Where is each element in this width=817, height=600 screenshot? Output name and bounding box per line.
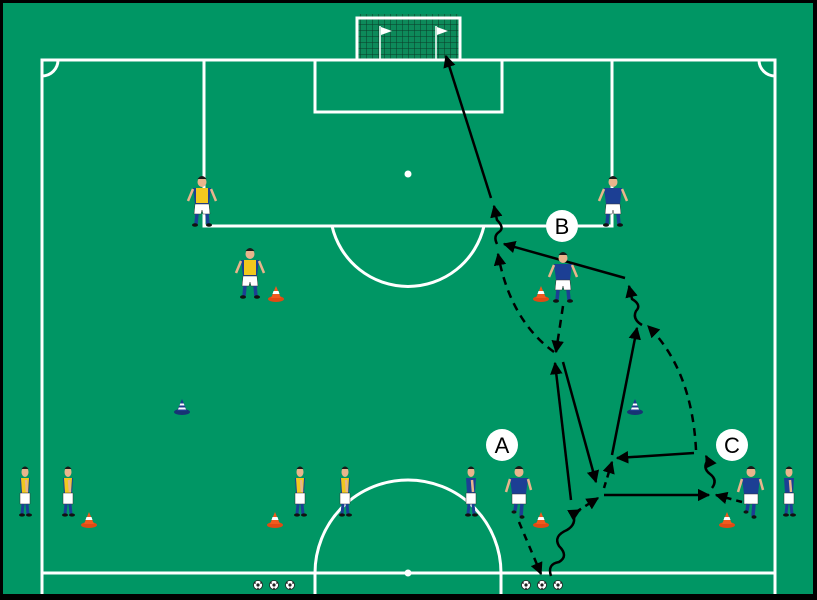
ball-icon	[285, 580, 295, 590]
run-arrow	[517, 521, 543, 576]
dribble-arrow	[625, 284, 643, 327]
label-A: A	[486, 429, 518, 461]
run-arrow	[602, 460, 615, 489]
corner-flag-icon	[437, 27, 448, 35]
border-bottom	[0, 594, 817, 600]
label-C: C	[716, 429, 748, 461]
run-arrow	[714, 491, 743, 504]
center-spot	[404, 569, 412, 577]
pass-arrow	[610, 326, 641, 456]
pitch	[3, 3, 813, 594]
dribble-arrow	[704, 454, 717, 489]
run-arrow	[647, 325, 698, 451]
dribble-arrow	[548, 508, 582, 577]
pass-arrow	[550, 361, 573, 501]
ball-icon	[521, 580, 531, 590]
svg-text:A: A	[495, 433, 510, 458]
svg-text:B: B	[555, 214, 570, 239]
svg-text:C: C	[724, 433, 740, 458]
run-arrow	[551, 305, 565, 354]
run-arrow	[493, 252, 555, 354]
penalty-spot	[404, 170, 412, 178]
ball-icon	[269, 580, 279, 590]
pass-arrow	[615, 451, 695, 464]
ball-icon	[253, 580, 263, 590]
ball-icon	[553, 580, 563, 590]
corner-flag-icon	[381, 27, 392, 35]
ball-icon	[537, 580, 547, 590]
goal	[355, 14, 462, 60]
pass-arrow	[561, 361, 600, 484]
shot-arrow	[443, 54, 493, 199]
dribble-arrow	[490, 204, 503, 245]
label-B: B	[546, 210, 578, 242]
